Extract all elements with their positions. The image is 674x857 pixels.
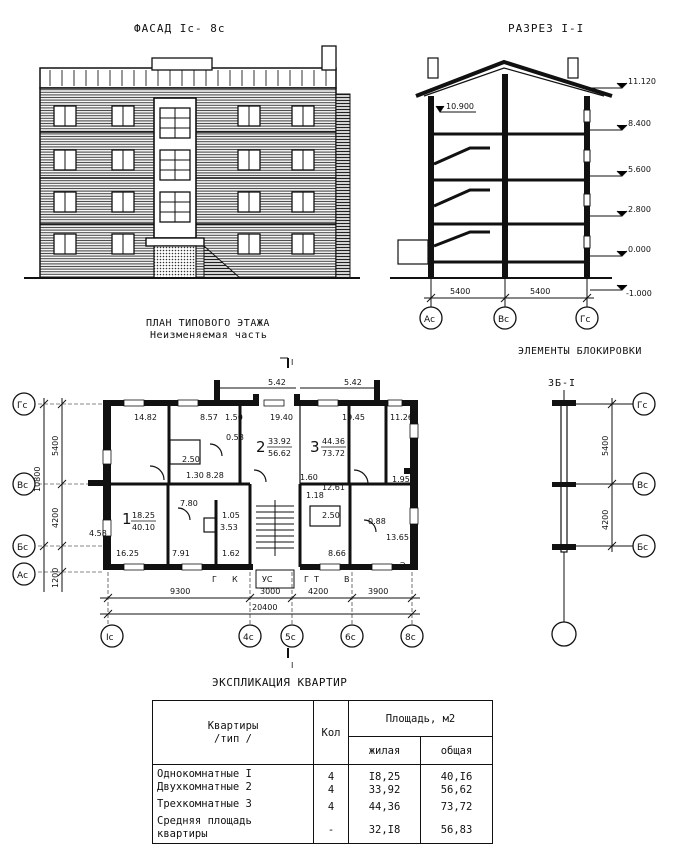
header-area: Площадь, м2 <box>349 701 493 737</box>
blocking-axis-g: Гс <box>637 401 647 411</box>
explication-table: Квартиры/тип / Кол Площадь, м2 жилая общ… <box>152 700 493 844</box>
blocking-axis-v: Вс <box>637 481 648 491</box>
header-total: общая <box>421 737 493 765</box>
blocking-dim-5400: 5400 <box>601 436 610 456</box>
row-counts: 4 4 4 - <box>314 765 349 844</box>
row-names: Однокомнатные I Двухкомнатные 2 Трехкомн… <box>153 765 314 844</box>
header-living: жилая <box>349 737 421 765</box>
blocking-axis-b: Бс <box>637 543 648 553</box>
blocking-dim-4200: 4200 <box>601 510 610 530</box>
row-living: I8,25 33,92 44,36 32,I8 <box>349 765 421 844</box>
row-total: 40,I6 56,62 73,72 56,83 <box>421 765 493 844</box>
header-apartments: Квартиры/тип / <box>153 701 314 765</box>
header-count: Кол <box>314 701 349 765</box>
